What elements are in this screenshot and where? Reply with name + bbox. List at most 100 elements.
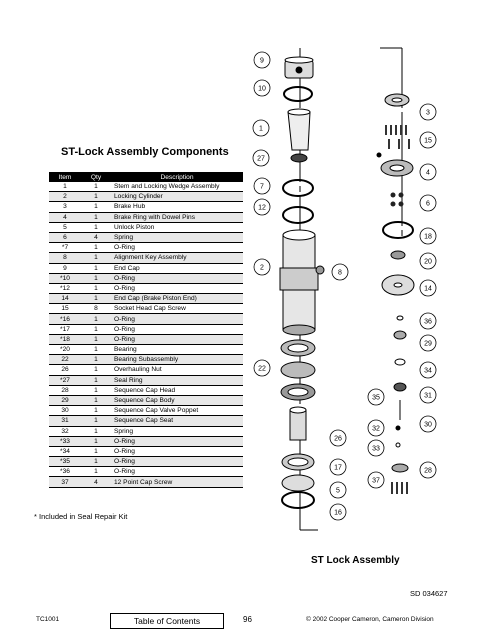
callout-circle (253, 177, 271, 195)
callout-circle (419, 415, 437, 433)
callout-circle (419, 361, 437, 379)
item-cell: *10 (49, 273, 81, 284)
callout-label: 14 (424, 286, 432, 293)
item-cell: *16 (49, 313, 81, 325)
callout-label: 30 (424, 422, 432, 429)
description-cell: Sequence Cap Valve Poppet (111, 405, 243, 417)
item-cell: *17 (49, 324, 81, 335)
item-cell: 37 (49, 476, 81, 488)
description-cell: Bearing Subassembly (111, 354, 243, 366)
item-cell: *12 (49, 283, 81, 295)
qty-cell: 8 (81, 303, 111, 315)
callout-circle (253, 51, 271, 69)
callout-label: 6 (426, 201, 430, 208)
item-cell: *34 (49, 446, 81, 458)
qty-cell: 1 (81, 456, 111, 468)
description-cell: O-Ring (111, 466, 243, 478)
description-cell: Brake Hub (111, 201, 243, 213)
qty-cell: 1 (81, 263, 111, 274)
qty-cell: 1 (81, 273, 111, 284)
item-cell: 30 (49, 405, 81, 417)
callout-label: 27 (257, 156, 265, 163)
right-column-parts (376, 93, 415, 494)
qty-cell: 1 (81, 283, 111, 295)
callout-label: 2 (260, 265, 264, 272)
main-column-parts (279, 56, 325, 509)
qty-cell: 1 (81, 466, 111, 478)
callout-label: 18 (424, 234, 432, 241)
item-cell: 2 (49, 191, 81, 203)
callout-label: 16 (334, 510, 342, 517)
doc-code: TC1001 (36, 616, 60, 623)
qty-cell: 1 (81, 252, 111, 264)
item-cell: 14 (49, 293, 81, 305)
description-cell: 12 Point Cap Screw (111, 476, 243, 488)
description-cell: O-Ring (111, 273, 243, 284)
description-cell: O-Ring (111, 283, 243, 295)
callout-circle (419, 334, 437, 352)
description-cell: Brake Ring with Dowel Pins (111, 212, 243, 223)
description-cell: End Cap (111, 263, 243, 274)
callout-label: 20 (424, 259, 432, 266)
qty-cell: 1 (81, 334, 111, 346)
callout-circle (367, 388, 385, 406)
description-cell: Socket Head Cap Screw (111, 303, 243, 315)
callout-label: 33 (372, 446, 380, 453)
description-cell: Unlock Piston (111, 222, 243, 233)
table-of-contents-button[interactable]: Table of Contents (110, 613, 224, 629)
description-cell: O-Ring (111, 324, 243, 335)
callout-circle (253, 359, 271, 377)
item-cell: 28 (49, 385, 81, 396)
description-cell: Sequence Cap Head (111, 385, 243, 396)
callout-circle (419, 461, 437, 479)
drawing-number: SD 034627 (410, 589, 448, 598)
page-number: 96 (243, 615, 252, 624)
callout-circle (329, 503, 347, 521)
callout-circle (331, 263, 349, 281)
callout-label: 34 (424, 368, 432, 375)
callout-label: 29 (424, 341, 432, 348)
callout-label: 15 (424, 138, 432, 145)
item-cell: 8 (49, 252, 81, 264)
description-cell: O-Ring (111, 334, 243, 346)
item-cell: *33 (49, 436, 81, 447)
item-cell: 4 (49, 212, 81, 223)
seal-kit-note: * Included in Seal Repair Kit (34, 512, 128, 521)
callout-circle (419, 312, 437, 330)
item-cell: 5 (49, 222, 81, 233)
qty-cell: 1 (81, 436, 111, 447)
item-cell: 29 (49, 395, 81, 407)
qty-cell: 4 (81, 476, 111, 488)
callout-circle (419, 131, 437, 149)
copyright: © 2002 Cooper Cameron, Cameron Division (306, 616, 434, 623)
table-header-row: Item Qty Description (49, 172, 243, 182)
item-cell: 6 (49, 232, 81, 244)
item-cell: 9 (49, 263, 81, 274)
item-cell: *18 (49, 334, 81, 346)
callout-label: 8 (338, 270, 342, 277)
qty-cell: 1 (81, 324, 111, 335)
page-title: ST-Lock Assembly Components (61, 146, 229, 158)
qty-cell: 1 (81, 242, 111, 254)
description-cell: Stem and Locking Wedge Assembly (111, 182, 243, 193)
